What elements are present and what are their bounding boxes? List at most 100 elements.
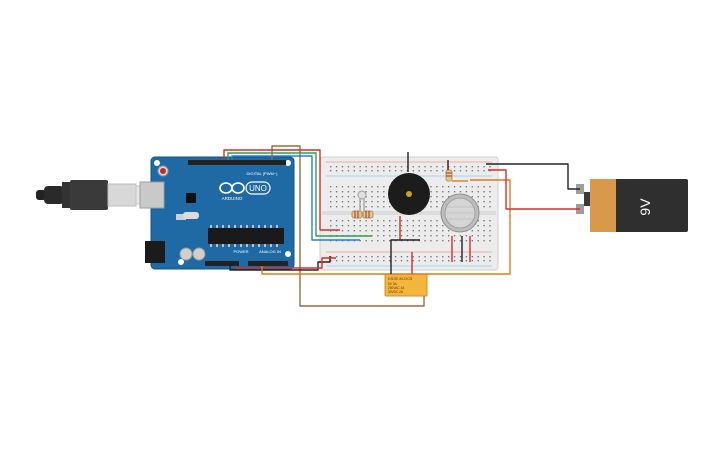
breadboard-hole[interactable] bbox=[483, 225, 485, 227]
breadboard-hole[interactable] bbox=[377, 235, 379, 237]
breadboard-hole[interactable] bbox=[483, 235, 485, 237]
breadboard-hole[interactable] bbox=[436, 196, 438, 198]
breadboard-hole[interactable] bbox=[359, 170, 361, 172]
led-icon[interactable] bbox=[357, 190, 367, 212]
breadboard-hole[interactable] bbox=[430, 196, 432, 198]
breadboard-hole[interactable] bbox=[335, 201, 338, 203]
breadboard-hole[interactable] bbox=[430, 260, 432, 262]
wire-red-top[interactable] bbox=[223, 149, 340, 231]
breadboard-hole[interactable] bbox=[359, 186, 361, 188]
breadboard-hole[interactable] bbox=[335, 166, 338, 168]
breadboard-hole[interactable] bbox=[430, 191, 432, 193]
breadboard-hole[interactable] bbox=[436, 225, 438, 227]
breadboard-hole[interactable] bbox=[371, 170, 373, 172]
breadboard-hole[interactable] bbox=[335, 186, 338, 188]
breadboard-hole[interactable] bbox=[341, 191, 344, 193]
breadboard-hole[interactable] bbox=[377, 240, 379, 242]
breadboard-hole[interactable] bbox=[330, 191, 332, 193]
breadboard-hole[interactable] bbox=[371, 196, 373, 198]
breadboard-hole[interactable] bbox=[383, 196, 385, 198]
breadboard-hole[interactable] bbox=[430, 225, 432, 227]
breadboard-hole[interactable] bbox=[430, 256, 432, 258]
breadboard-hole[interactable] bbox=[418, 220, 420, 222]
breadboard-hole[interactable] bbox=[489, 166, 491, 168]
breadboard-hole[interactable] bbox=[377, 170, 379, 172]
breadboard-hole[interactable] bbox=[371, 206, 373, 208]
breadboard-hole[interactable] bbox=[436, 230, 438, 232]
reset-button[interactable] bbox=[160, 168, 166, 174]
breadboard-hole[interactable] bbox=[477, 225, 479, 227]
breadboard-hole[interactable] bbox=[365, 240, 367, 242]
breadboard-hole[interactable] bbox=[424, 235, 426, 237]
breadboard-hole[interactable] bbox=[353, 196, 355, 198]
breadboard-hole[interactable] bbox=[394, 260, 397, 262]
breadboard-hole[interactable] bbox=[430, 166, 432, 168]
breadboard-hole[interactable] bbox=[365, 170, 367, 172]
breadboard-hole[interactable] bbox=[436, 220, 438, 222]
breadboard-hole[interactable] bbox=[383, 170, 385, 172]
breadboard-hole[interactable] bbox=[394, 225, 397, 227]
breadboard-hole[interactable] bbox=[377, 260, 379, 262]
breadboard-hole[interactable] bbox=[330, 201, 332, 203]
breadboard-hole[interactable] bbox=[377, 220, 379, 222]
breadboard-hole[interactable] bbox=[430, 230, 432, 232]
breadboard-hole[interactable] bbox=[400, 225, 403, 227]
breadboard-hole[interactable] bbox=[389, 260, 391, 262]
breadboard-hole[interactable] bbox=[377, 225, 379, 227]
gas-sensor-icon[interactable] bbox=[440, 193, 480, 233]
breadboard-hole[interactable] bbox=[330, 170, 332, 172]
breadboard-hole[interactable] bbox=[341, 220, 344, 222]
breadboard-hole[interactable] bbox=[353, 170, 355, 172]
breadboard-hole[interactable] bbox=[471, 230, 473, 232]
breadboard-hole[interactable] bbox=[389, 220, 391, 222]
breadboard-hole[interactable] bbox=[442, 240, 444, 242]
breadboard-hole[interactable] bbox=[347, 186, 350, 188]
breadboard-hole[interactable] bbox=[371, 166, 373, 168]
breadboard-hole[interactable] bbox=[347, 230, 350, 232]
breadboard-hole[interactable] bbox=[412, 235, 414, 237]
breadboard-hole[interactable] bbox=[436, 191, 438, 193]
breadboard-hole[interactable] bbox=[389, 170, 391, 172]
breadboard-hole[interactable] bbox=[412, 225, 414, 227]
breadboard-hole[interactable] bbox=[347, 225, 350, 227]
breadboard-hole[interactable] bbox=[330, 206, 332, 208]
breadboard-hole[interactable] bbox=[406, 225, 409, 227]
resistor-3[interactable] bbox=[445, 169, 453, 182]
breadboard-hole[interactable] bbox=[448, 240, 450, 242]
wires[interactable] bbox=[223, 145, 580, 307]
breadboard-hole[interactable] bbox=[483, 170, 485, 172]
breadboard-hole[interactable] bbox=[465, 235, 468, 237]
breadboard-hole[interactable] bbox=[335, 260, 338, 262]
breadboard-hole[interactable] bbox=[383, 220, 385, 222]
breadboard-hole[interactable] bbox=[330, 166, 332, 168]
wire-battery-red[interactable] bbox=[488, 169, 580, 210]
breadboard-hole[interactable] bbox=[394, 256, 397, 258]
breadboard-hole[interactable] bbox=[442, 230, 444, 232]
breadboard-hole[interactable] bbox=[477, 186, 479, 188]
breadboard-hole[interactable] bbox=[442, 235, 444, 237]
breadboard-hole[interactable] bbox=[341, 230, 344, 232]
breadboard-hole[interactable] bbox=[483, 260, 485, 262]
breadboard-hole[interactable] bbox=[430, 201, 432, 203]
breadboard-hole[interactable] bbox=[448, 196, 450, 198]
breadboard-hole[interactable] bbox=[453, 166, 456, 168]
breadboard-hole[interactable] bbox=[383, 191, 385, 193]
breadboard-hole[interactable] bbox=[489, 260, 491, 262]
breadboard-hole[interactable] bbox=[383, 256, 385, 258]
breadboard-hole[interactable] bbox=[465, 256, 468, 258]
wire-green[interactable] bbox=[227, 152, 372, 237]
breadboard-hole[interactable] bbox=[489, 191, 491, 193]
breadboard-hole[interactable] bbox=[347, 191, 350, 193]
breadboard-hole[interactable] bbox=[335, 225, 338, 227]
breadboard-hole[interactable] bbox=[383, 230, 385, 232]
breadboard-hole[interactable] bbox=[424, 230, 426, 232]
breadboard-hole[interactable] bbox=[383, 260, 385, 262]
breadboard-hole[interactable] bbox=[483, 220, 485, 222]
breadboard-hole[interactable] bbox=[359, 256, 361, 258]
breadboard-hole[interactable] bbox=[377, 206, 379, 208]
breadboard-hole[interactable] bbox=[389, 235, 391, 237]
breadboard-hole[interactable] bbox=[341, 196, 344, 198]
breadboard-hole[interactable] bbox=[442, 186, 444, 188]
breadboard-hole[interactable] bbox=[459, 191, 462, 193]
